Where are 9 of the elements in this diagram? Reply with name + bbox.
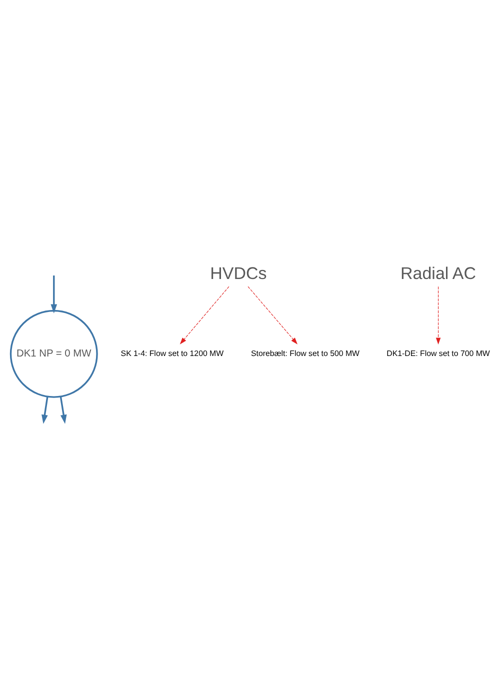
- node-circle: DK1 NP = 0 MW: [10, 309, 98, 398]
- arrow: [60, 396, 67, 424]
- arrow: [436, 286, 441, 344]
- arrow: [180, 286, 230, 344]
- node-text: Radial AC: [400, 264, 476, 283]
- arrow: [50, 275, 58, 313]
- arrow: [42, 396, 48, 424]
- arrow: [248, 286, 298, 344]
- node-text: HVDCs: [210, 264, 267, 283]
